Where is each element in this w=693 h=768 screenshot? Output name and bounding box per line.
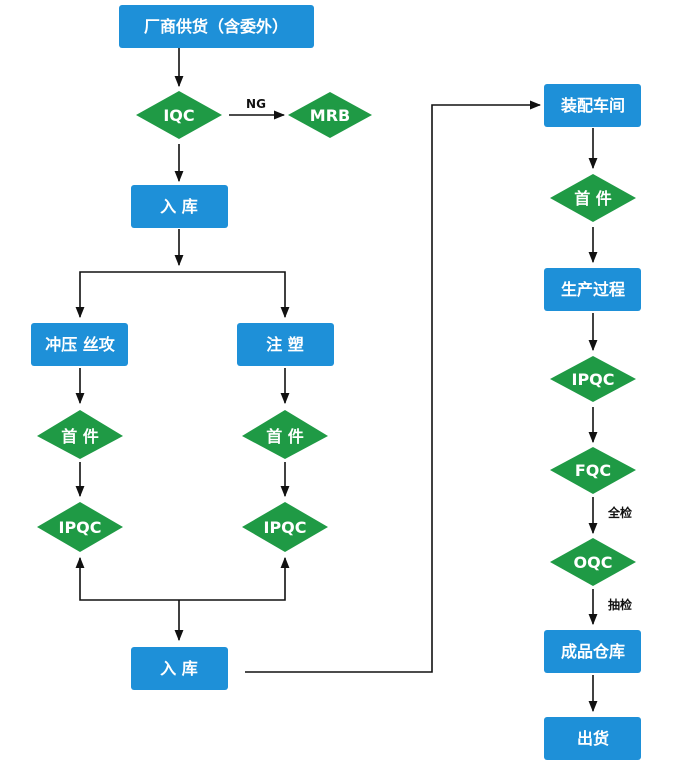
decision-diamond-first-article-left: 首 件 — [37, 410, 123, 459]
decision-diamond-first-article-right: 首 件 — [550, 174, 636, 222]
decision-diamond-iqc-label: IQC — [163, 106, 194, 125]
decision-diamond-first-article-right-label: 首 件 — [574, 189, 612, 208]
process-box-assembly: 装配车间 — [544, 84, 641, 127]
decision-diamond-ipqc-right-label: IPQC — [571, 370, 614, 389]
connector-merge-to-ipqc-left — [75, 556, 179, 601]
process-box-production-label: 生产过程 — [561, 280, 625, 299]
process-box-warehouse-in-2-label: 入 库 — [160, 659, 198, 678]
decision-diamond-fqc-label: FQC — [575, 461, 611, 480]
decision-diamond-mrb-label: MRB — [310, 106, 350, 125]
decision-diamond-ipqc-mid: IPQC — [242, 502, 328, 552]
connector-warehouse-assembly — [245, 100, 542, 673]
process-box-production: 生产过程 — [544, 268, 641, 311]
process-box-shipment: 出货 — [544, 717, 641, 760]
decision-diamond-ipqc-left: IPQC — [37, 502, 123, 552]
edge-label-full-inspection: 全检 — [607, 505, 632, 520]
process-box-supplier: 厂商供货（含委外） — [119, 5, 314, 48]
edge-label-ng: NG — [246, 97, 266, 111]
decision-diamond-fqc: FQC — [550, 447, 636, 494]
decision-diamond-first-article-left-label: 首 件 — [61, 427, 99, 446]
process-box-injection: 注 塑 — [237, 323, 334, 366]
process-box-warehouse-in-1-label: 入 库 — [160, 197, 198, 216]
process-box-stamping-label: 冲压 丝攻 — [45, 335, 116, 354]
process-box-finished-warehouse: 成品仓库 — [544, 630, 641, 673]
decision-diamond-oqc-label: OQC — [574, 553, 613, 572]
decision-diamond-ipqc-right: IPQC — [550, 356, 636, 402]
process-box-assembly-label: 装配车间 — [560, 96, 625, 115]
process-box-stamping: 冲压 丝攻 — [31, 323, 128, 366]
decision-diamond-first-article-mid-label: 首 件 — [266, 427, 304, 446]
connector-merge-to-ipqc-mid — [179, 556, 290, 601]
process-box-injection-label: 注 塑 — [266, 335, 304, 354]
process-box-warehouse-in-1: 入 库 — [131, 185, 228, 228]
decision-diamond-oqc: OQC — [550, 538, 636, 586]
decision-diamond-mrb: MRB — [288, 92, 372, 138]
decision-diamond-first-article-mid: 首 件 — [242, 410, 328, 459]
connector-split-stamping — [75, 271, 179, 319]
edge-label-sampling-inspection: 抽检 — [608, 597, 632, 612]
process-box-finished-warehouse-label: 成品仓库 — [561, 642, 625, 661]
connector-split-injection — [179, 271, 290, 319]
process-box-warehouse-in-2: 入 库 — [131, 647, 228, 690]
decision-diamond-ipqc-left-label: IPQC — [58, 518, 101, 537]
process-box-shipment-label: 出货 — [577, 729, 609, 748]
decision-diamond-ipqc-mid-label: IPQC — [263, 518, 306, 537]
decision-diamond-iqc: IQC — [136, 91, 222, 139]
connectors — [75, 48, 598, 713]
process-box-supplier-label: 厂商供货（含委外） — [144, 17, 288, 36]
